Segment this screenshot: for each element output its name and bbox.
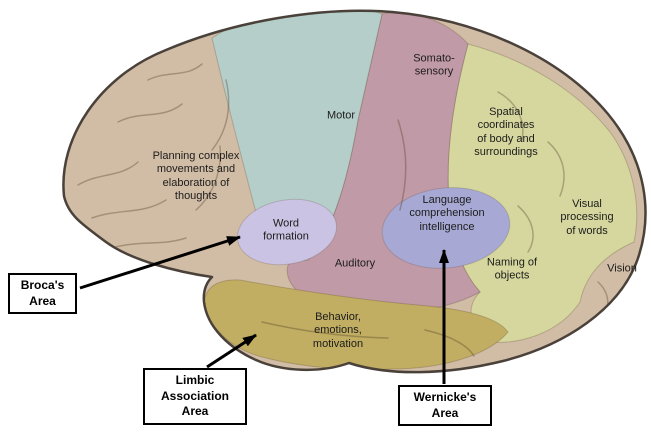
broca-arrow (79, 235, 241, 290)
region-language-comprehension (381, 187, 511, 269)
brain-outline (62, 9, 647, 374)
wernicke-area-callout: Wernicke's Area (398, 385, 492, 427)
region-limbic-temporal (203, 279, 509, 370)
broca-area-callout: Broca's Area (8, 273, 77, 315)
sulci-lines (77, 63, 609, 357)
callout-arrows (79, 235, 449, 384)
limbic-association-area-callout: Limbic Association Area (143, 368, 247, 425)
limbic-arrow (206, 333, 257, 369)
